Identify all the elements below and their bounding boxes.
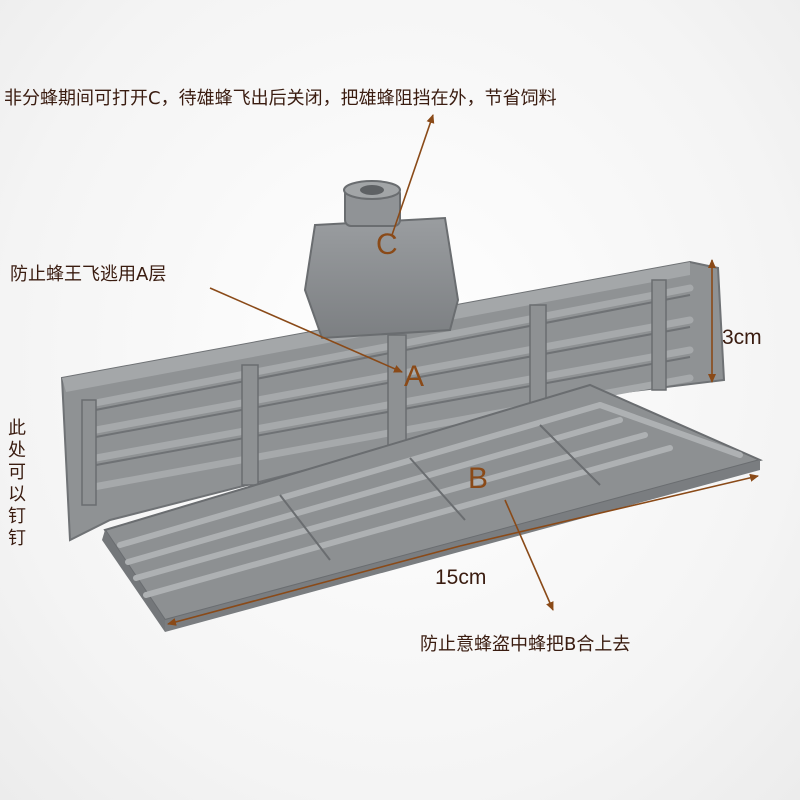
c-note: 非分蜂期间可打开C，待雄蜂飞出后关闭，把雄蜂阻挡在外，节省饲料 [4, 88, 557, 109]
letter-c: C [376, 228, 398, 261]
length-arrow-left [167, 545, 461, 626]
nail-note: 此处可以钉钉 [8, 418, 26, 549]
arrow-to-b [504, 499, 554, 611]
letter-b: B [468, 462, 489, 495]
annotation-arrows [167, 114, 759, 626]
gate-cap-c [303, 180, 460, 340]
length-arrow-right [459, 473, 759, 547]
b-note: 防止意蜂盗中蜂把B合上去 [420, 634, 631, 655]
height-dimension: 3cm [722, 326, 762, 349]
arrow-to-c-top [391, 114, 435, 236]
letter-a: A [404, 360, 425, 393]
arrow-to-a [209, 287, 403, 373]
a-note: 防止蜂王飞逃用A层 [10, 264, 167, 285]
length-dimension: 15cm [435, 566, 487, 589]
